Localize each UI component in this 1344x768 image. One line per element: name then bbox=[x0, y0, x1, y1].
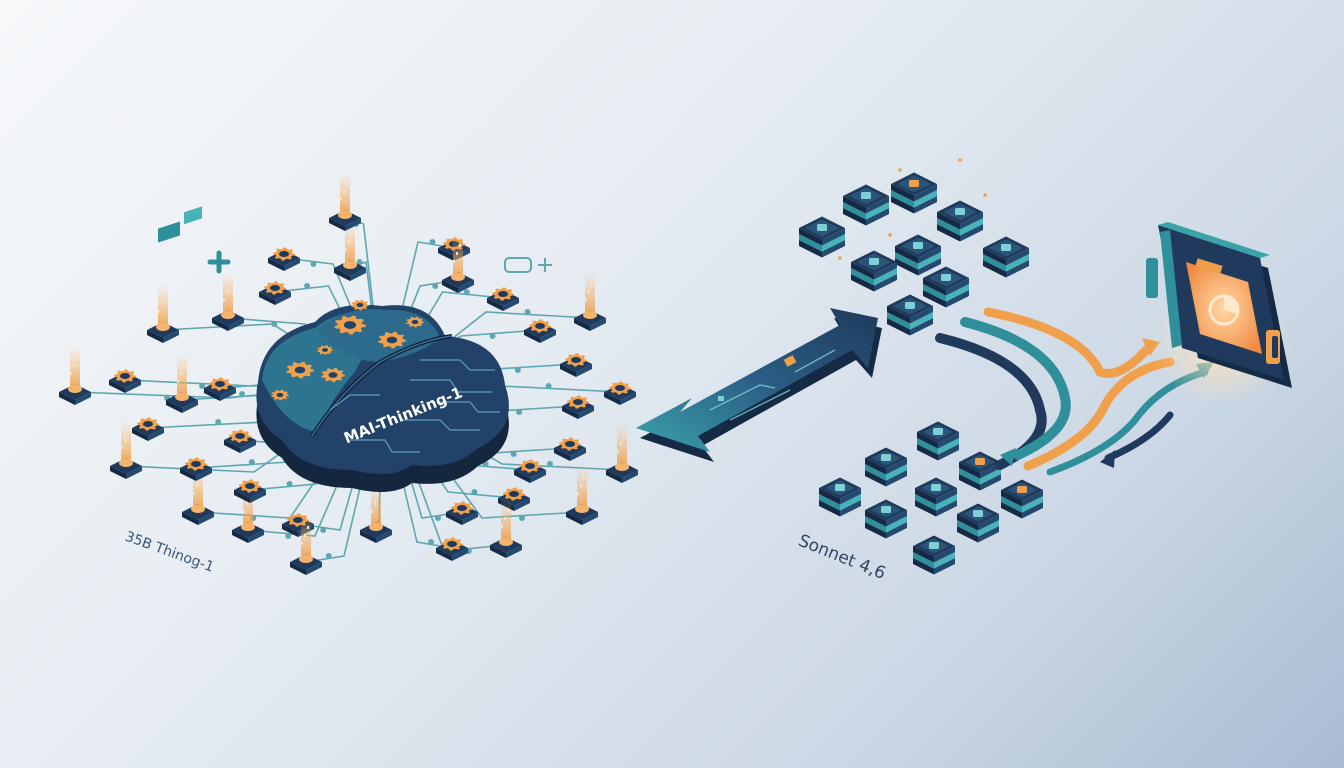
gear-node bbox=[524, 319, 556, 343]
gear-node bbox=[446, 501, 478, 525]
trace-dot bbox=[286, 480, 293, 487]
stack-tile bbox=[983, 236, 1029, 278]
stack-tile bbox=[851, 250, 897, 292]
left-caption: 35B Thinog-1 bbox=[123, 529, 216, 576]
beacon-node bbox=[606, 424, 638, 483]
trace-dot bbox=[546, 460, 553, 467]
trace-dot bbox=[463, 288, 470, 295]
trace-dot bbox=[432, 282, 439, 289]
stack-tile bbox=[799, 216, 845, 258]
beacon-node bbox=[490, 499, 522, 558]
beacon-node bbox=[360, 484, 392, 543]
gear-node bbox=[514, 459, 546, 483]
gear-node bbox=[204, 377, 236, 401]
gear-node bbox=[180, 457, 212, 481]
trace-dot bbox=[199, 382, 206, 389]
trace-dot bbox=[524, 308, 531, 315]
stack-tile bbox=[913, 535, 955, 575]
double-arrow-icon bbox=[636, 308, 882, 462]
trace-dot bbox=[304, 282, 311, 289]
stack-tile bbox=[891, 172, 937, 214]
spark-dot bbox=[888, 233, 892, 237]
stack-tile bbox=[917, 421, 959, 461]
stack-tile bbox=[843, 184, 889, 226]
stack-tile bbox=[959, 451, 1001, 491]
stack-tile bbox=[1001, 479, 1043, 519]
trace-dot bbox=[434, 514, 441, 521]
gear-node bbox=[562, 395, 594, 419]
right-caption: Sonnet 4,6 bbox=[795, 531, 888, 584]
beacon-node bbox=[290, 516, 322, 575]
brain-gears bbox=[271, 299, 424, 401]
gear-node bbox=[132, 417, 164, 441]
gear-node bbox=[436, 537, 468, 561]
upper-tile-grid bbox=[799, 158, 1029, 336]
spark-dot bbox=[898, 168, 902, 172]
trace-dot bbox=[325, 552, 332, 559]
chip-device-icon bbox=[1146, 222, 1292, 405]
gear-node bbox=[259, 281, 291, 305]
stack-tile bbox=[915, 477, 957, 517]
beacon-node bbox=[166, 354, 198, 413]
trace-dot bbox=[248, 458, 255, 465]
trace-dot bbox=[356, 258, 363, 265]
stack-tile bbox=[865, 499, 907, 539]
gear-node bbox=[268, 247, 300, 271]
stack-tile bbox=[895, 234, 941, 276]
beacon-node bbox=[566, 466, 598, 525]
beacon-node bbox=[329, 172, 361, 231]
trace-dot bbox=[215, 418, 222, 425]
beacon-node bbox=[212, 272, 244, 331]
beacon-node bbox=[574, 272, 606, 331]
beacon-node bbox=[232, 484, 264, 543]
gear-node bbox=[604, 381, 636, 405]
gear-node bbox=[560, 353, 592, 377]
beacon-node bbox=[147, 284, 179, 343]
stack-tile bbox=[865, 447, 907, 487]
gear-node bbox=[234, 479, 266, 503]
gear-node bbox=[487, 287, 519, 311]
trace-dot bbox=[471, 488, 478, 495]
trace-dot bbox=[285, 532, 292, 539]
lower-tile-grid bbox=[819, 421, 1043, 575]
gear-node bbox=[224, 429, 256, 453]
trace-dot bbox=[489, 332, 496, 339]
brain-gear-icon: MAI-Thinking-1 bbox=[256, 299, 509, 492]
spark-dot bbox=[983, 193, 987, 197]
trace-dot bbox=[516, 408, 523, 415]
stack-tile bbox=[819, 477, 861, 517]
trace-dot bbox=[427, 538, 434, 545]
beacon-node bbox=[334, 222, 366, 281]
trace-dot bbox=[239, 390, 246, 397]
spark-dot bbox=[838, 256, 842, 260]
node-cluster bbox=[59, 172, 638, 575]
gear-node bbox=[109, 369, 141, 393]
spark-dot bbox=[958, 158, 962, 162]
trace-dot bbox=[320, 526, 327, 533]
trace-dot bbox=[510, 450, 517, 457]
gear-node bbox=[554, 437, 586, 461]
stack-tile bbox=[887, 294, 933, 336]
trace-dot bbox=[518, 514, 525, 521]
stack-tile bbox=[937, 200, 983, 242]
beacon-node bbox=[110, 420, 142, 479]
floating-icons bbox=[158, 206, 552, 274]
trace-dot bbox=[271, 320, 278, 327]
trace-dot bbox=[429, 239, 436, 246]
beacon-node bbox=[442, 234, 474, 293]
trace-dot bbox=[545, 382, 552, 389]
trace-dot bbox=[310, 260, 317, 267]
stack-tile bbox=[957, 503, 999, 543]
stack-tile bbox=[923, 266, 969, 308]
trace-dot bbox=[514, 366, 521, 373]
beacon-node bbox=[59, 346, 91, 405]
